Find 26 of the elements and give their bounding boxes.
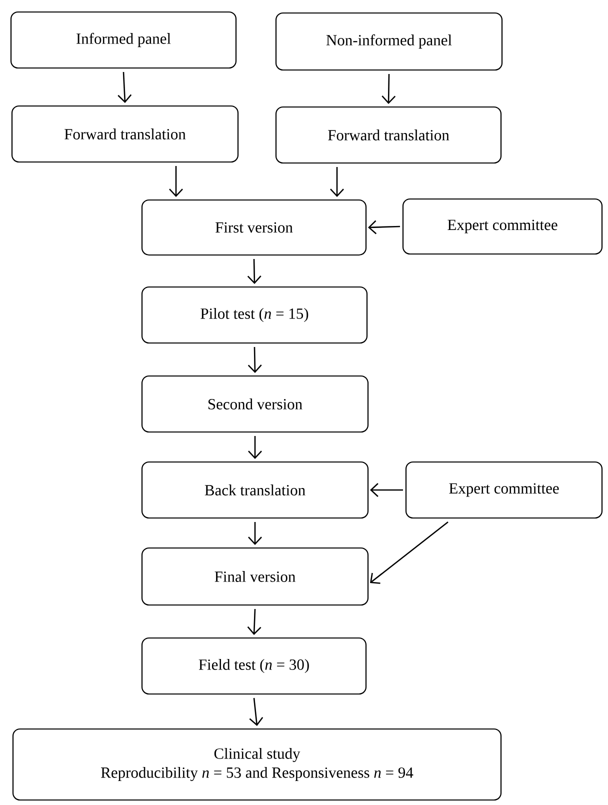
arrow bbox=[247, 608, 262, 635]
arrow bbox=[370, 483, 403, 497]
arrow bbox=[249, 698, 264, 726]
arrow bbox=[118, 72, 132, 103]
process-box: Field test (n = 30) bbox=[141, 637, 367, 695]
process-box: Forward translation bbox=[11, 105, 239, 163]
process-box: Expert committee bbox=[405, 461, 603, 519]
process-box: Informed panel bbox=[10, 11, 237, 69]
arrow bbox=[370, 521, 448, 584]
arrow bbox=[368, 220, 400, 234]
process-box: Clinical study Reproducibility n = 53 and Responsiveness n = 94 bbox=[12, 728, 502, 801]
process-box: Second version bbox=[141, 375, 369, 433]
process-box: Final version bbox=[141, 547, 369, 606]
arrow bbox=[169, 166, 183, 197]
arrow bbox=[247, 258, 262, 284]
process-box: Back translation bbox=[141, 461, 369, 519]
arrow bbox=[248, 436, 262, 459]
process-box: Expert committee bbox=[402, 198, 603, 255]
arrow bbox=[248, 522, 262, 545]
process-box: Non-informed panel bbox=[275, 12, 503, 71]
process-box: Pilot test (n = 15) bbox=[141, 286, 368, 344]
process-box: First version bbox=[141, 199, 367, 256]
arrow bbox=[248, 346, 262, 373]
arrow bbox=[382, 74, 396, 104]
process-box: Forward translation bbox=[275, 106, 502, 164]
arrow bbox=[330, 167, 344, 197]
